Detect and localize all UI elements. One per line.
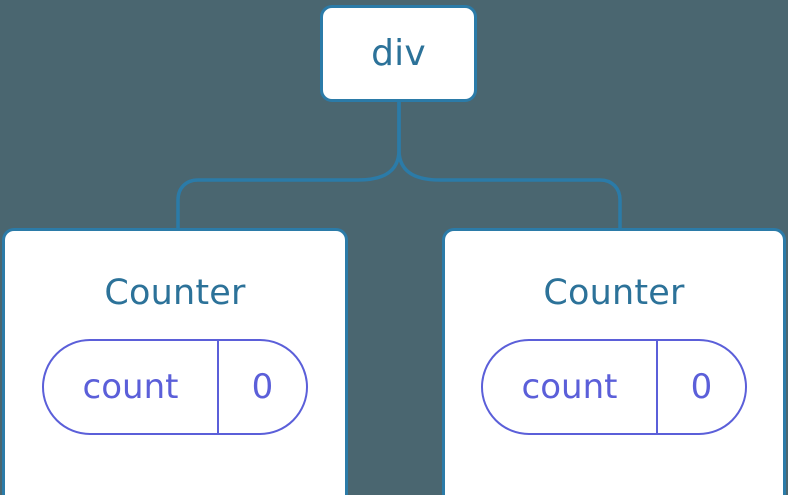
connector-right xyxy=(397,100,622,232)
state-key-counter-1: count xyxy=(44,341,219,433)
node-counter-1[interactable]: Counter count 0 xyxy=(2,228,348,495)
state-pill-counter-1[interactable]: count 0 xyxy=(42,339,308,435)
node-counter-1-label: Counter xyxy=(104,273,246,313)
node-div[interactable]: div xyxy=(320,5,477,102)
state-value-counter-2: 0 xyxy=(690,367,713,407)
node-div-label: div xyxy=(371,33,426,74)
state-value-counter-1: 0 xyxy=(251,367,274,407)
state-key-counter-2: count xyxy=(483,341,658,433)
node-counter-2-label: Counter xyxy=(543,273,685,313)
node-counter-2[interactable]: Counter count 0 xyxy=(442,228,786,495)
connector-left xyxy=(176,100,401,232)
state-pill-counter-2[interactable]: count 0 xyxy=(481,339,747,435)
